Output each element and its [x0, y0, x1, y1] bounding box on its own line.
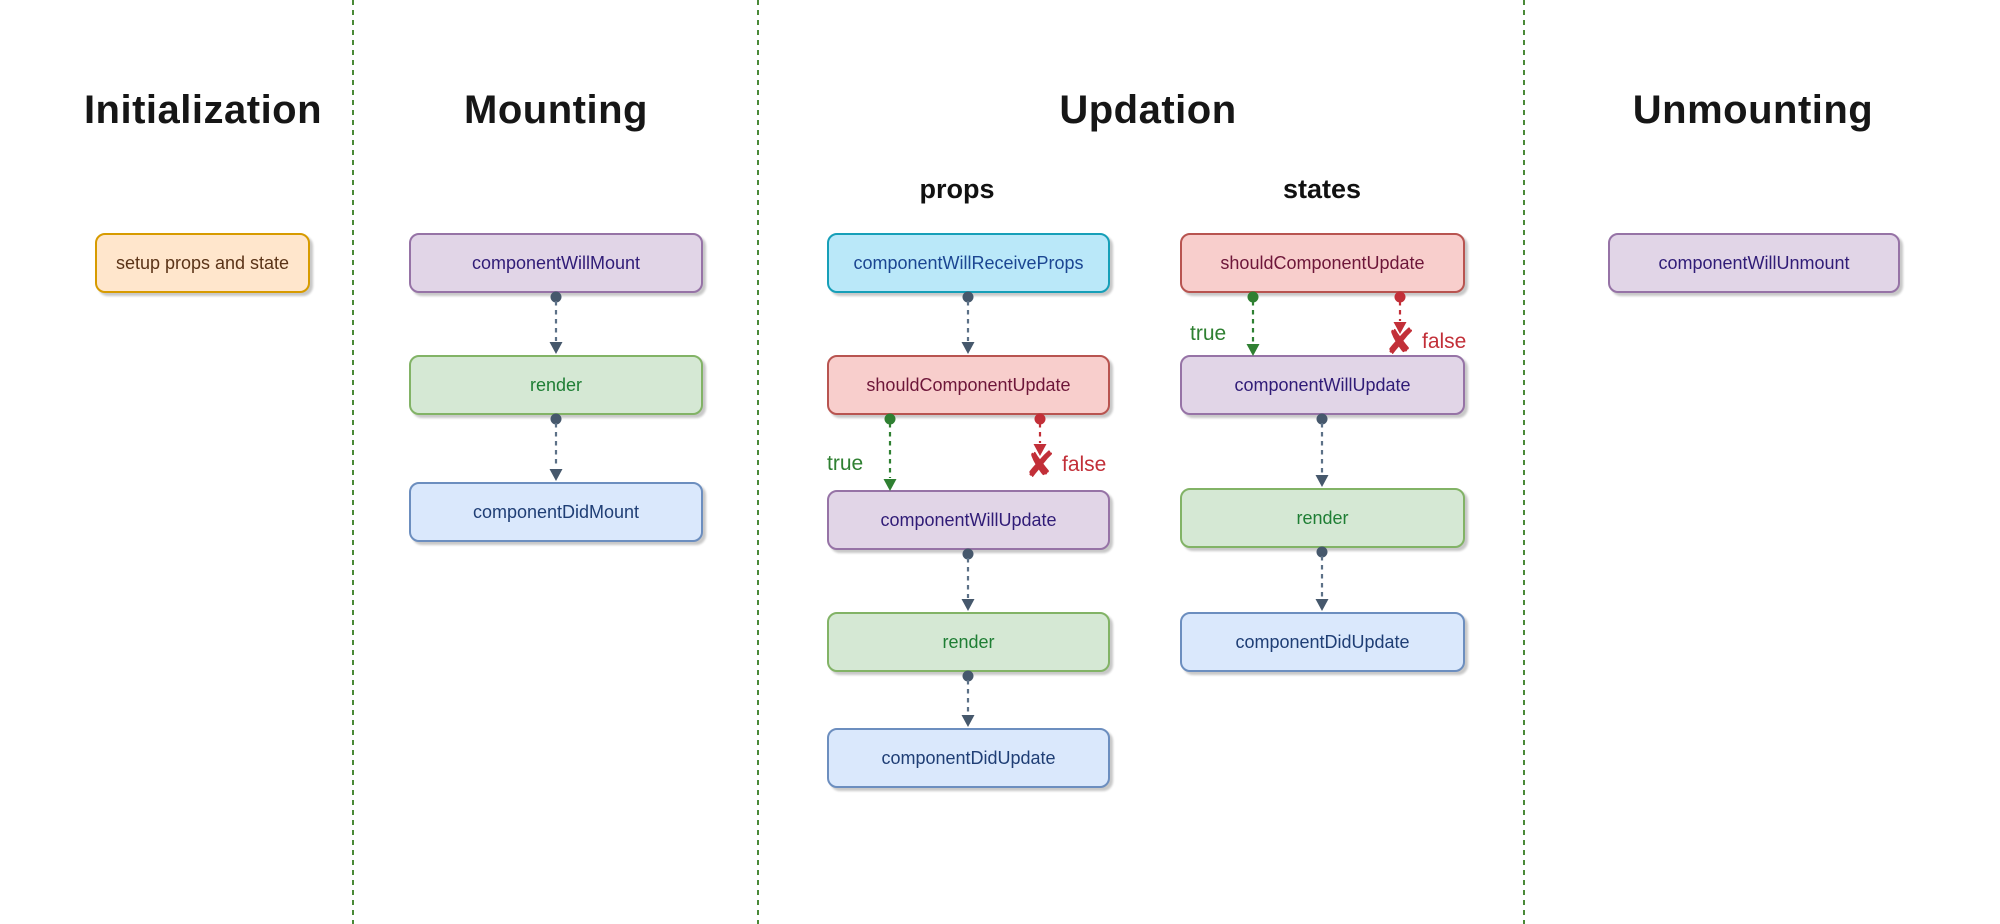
node-label: componentDidUpdate [881, 747, 1056, 768]
arrow-true-branch-props [883, 413, 897, 491]
label-true-props: true [827, 452, 864, 475]
node-component-will-mount[interactable]: componentWillMount [409, 233, 703, 293]
node-label: shouldComponentUpdate [866, 374, 1071, 395]
false-x-icon: ✘ [1384, 322, 1416, 363]
label-false-states: false [1422, 330, 1467, 353]
node-label: render [529, 374, 583, 395]
arrow-false-branch-states [1393, 291, 1407, 334]
arrow-render-to-did-update-states [1315, 546, 1329, 611]
node-label: setup props and state [115, 252, 290, 273]
label-props: props [919, 174, 995, 204]
node-label: componentDidMount [472, 501, 640, 522]
node-component-will-update-states[interactable]: componentWillUpdate [1180, 355, 1465, 415]
section-divider [757, 0, 759, 924]
node-label: componentDidUpdate [1235, 631, 1410, 652]
node-should-component-update-props[interactable]: shouldComponentUpdate [827, 355, 1110, 415]
label-states: states [1282, 174, 1362, 204]
arrow-render-to-did-mount [549, 413, 563, 481]
false-x-icon: ✘ [1024, 445, 1056, 486]
arrow-will-update-to-render-props [961, 548, 975, 611]
node-render-props[interactable]: render [827, 612, 1110, 672]
node-component-will-receive-props[interactable]: componentWillReceiveProps [827, 233, 1110, 293]
title-initialization: Initialization [83, 88, 323, 132]
node-label: render [1296, 507, 1349, 528]
node-label: componentWillUpdate [880, 509, 1057, 530]
section-divider [1523, 0, 1525, 924]
arrow-receive-props-to-should-update [961, 291, 975, 354]
arrow-true-branch-states [1246, 291, 1260, 356]
node-component-will-unmount[interactable]: componentWillUnmount [1608, 233, 1900, 293]
label-true-states: true [1190, 322, 1227, 345]
node-render-mounting[interactable]: render [409, 355, 703, 415]
node-label: componentWillReceiveProps [853, 252, 1084, 273]
node-label: componentWillUpdate [1234, 374, 1411, 395]
node-label: shouldComponentUpdate [1220, 252, 1425, 273]
section-divider [352, 0, 354, 924]
node-setup-props-and-state[interactable]: setup props and state [95, 233, 310, 293]
node-component-will-update-props[interactable]: componentWillUpdate [827, 490, 1110, 550]
node-label: componentWillMount [471, 252, 641, 273]
node-component-did-update-states[interactable]: componentDidUpdate [1180, 612, 1465, 672]
arrow-false-branch-props [1033, 413, 1047, 456]
title-updation: Updation [1059, 88, 1237, 132]
title-mounting: Mounting [464, 88, 648, 132]
arrow-render-to-did-update-props [961, 670, 975, 727]
node-should-component-update-states[interactable]: shouldComponentUpdate [1180, 233, 1465, 293]
node-label: componentWillUnmount [1658, 252, 1850, 273]
node-component-did-update-props[interactable]: componentDidUpdate [827, 728, 1110, 788]
arrow-will-update-to-render-states [1315, 413, 1329, 487]
node-render-states[interactable]: render [1180, 488, 1465, 548]
title-unmounting: Unmounting [1632, 88, 1874, 132]
arrow-will-mount-to-render [549, 291, 563, 354]
node-component-did-mount[interactable]: componentDidMount [409, 482, 703, 542]
label-false-props: false [1062, 453, 1107, 476]
node-label: render [942, 631, 995, 652]
